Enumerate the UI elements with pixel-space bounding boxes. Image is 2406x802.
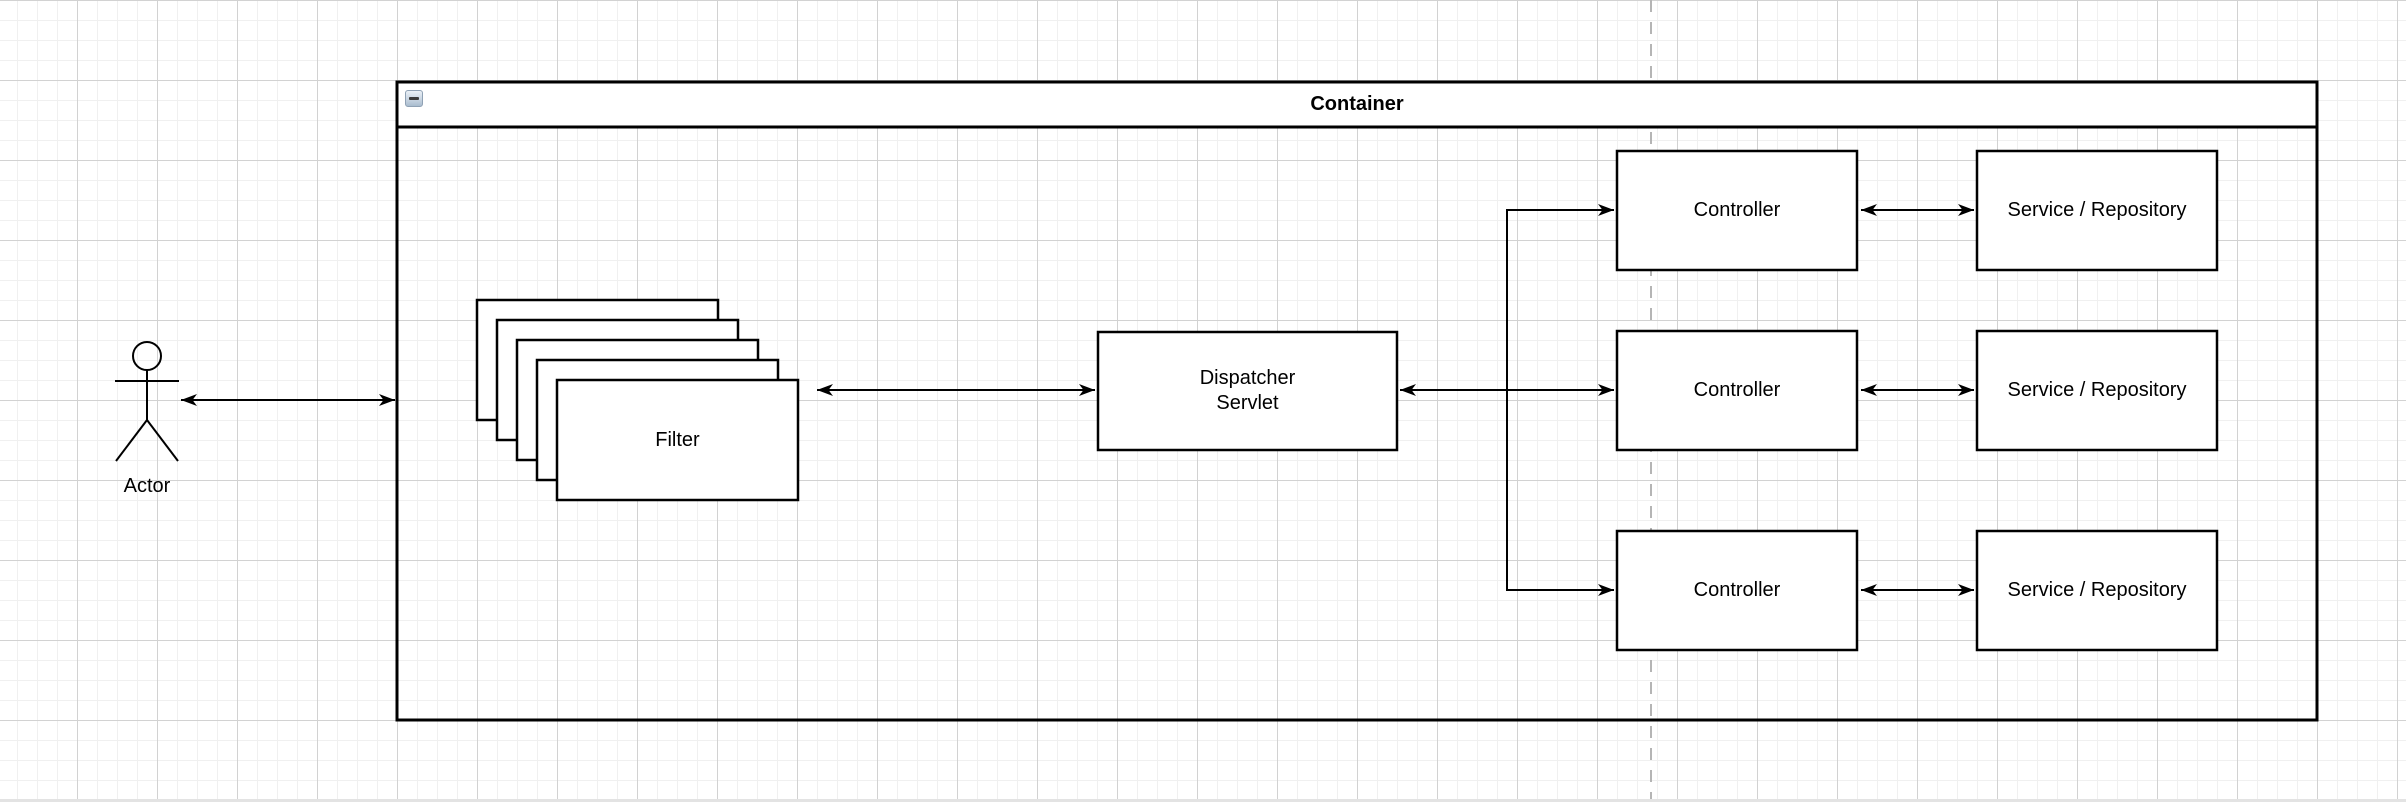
collapse-button[interactable] xyxy=(405,90,423,107)
controller-middle-shape[interactable] xyxy=(1615,329,1859,452)
controller-top-shape[interactable] xyxy=(1615,149,1859,272)
filter-stack-shape[interactable] xyxy=(475,298,800,502)
canvas-bottom-edge xyxy=(0,799,2406,802)
edge-dispatcher-controller-top[interactable] xyxy=(1506,204,1614,390)
service-repository-middle-shape[interactable] xyxy=(1975,329,2219,452)
minus-icon xyxy=(409,97,419,100)
controller-bottom-shape[interactable] xyxy=(1615,529,1859,652)
edge-dispatcher-controller-bottom[interactable] xyxy=(1506,390,1614,596)
dispatcher-servlet-shape[interactable] xyxy=(1096,330,1399,452)
service-repository-bottom-shape[interactable] xyxy=(1975,529,2219,652)
service-repository-top-shape[interactable] xyxy=(1975,149,2219,272)
actor-shape[interactable] xyxy=(115,341,179,462)
container-titlebar[interactable] xyxy=(395,80,2319,129)
